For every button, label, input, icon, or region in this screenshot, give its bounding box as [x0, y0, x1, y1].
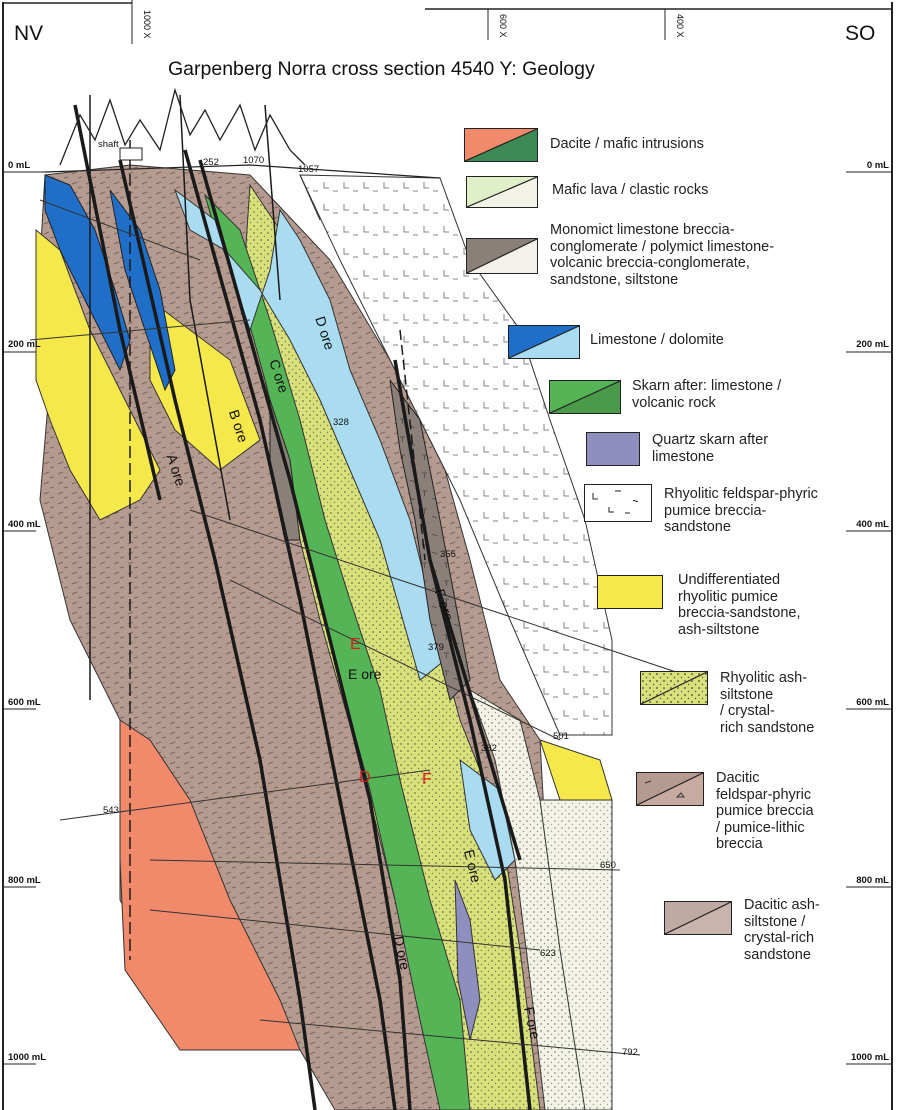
drillhole-label: 650 [600, 860, 616, 871]
legend-label-limestone-breccia: Monomict limestone breccia- conglomerate… [550, 222, 775, 288]
legend-swatch-dacite-mafic-intrusions [464, 128, 538, 162]
grid-x-label-1000: 1000 X [142, 10, 152, 39]
figure-title: Garpenberg Norra cross section 4540 Y: G… [168, 58, 595, 80]
drillhole-label: 543 [103, 805, 119, 816]
drillhole-label: 379 [428, 642, 444, 653]
corner-label-nv: NV [14, 22, 44, 45]
grid-x-label-400: 400 X [675, 14, 685, 38]
shaft-label: shaft [98, 139, 119, 150]
legend-swatch-dacitic-ash [664, 901, 732, 935]
depth-label-right-800: 800 mL [856, 875, 889, 886]
depth-label-right-1000: 1000 mL [850, 1052, 889, 1063]
legend-label-rhyolitic-ash: Rhyolitic ash- siltstone / crystal- rich… [720, 670, 815, 736]
legend-label-quartz-skarn: Quartz skarn after limestone [652, 432, 769, 465]
legend-label-rhyolitic-feldspar: Rhyolitic feldspar-phyric pumice breccia… [664, 486, 818, 535]
legend-swatch-skarn [549, 380, 621, 414]
legend-label-dacite-mafic-intrusions: Dacite / mafic intrusions [550, 136, 704, 152]
red-label-d: D [359, 769, 371, 786]
drillhole-label: 1070 [243, 155, 265, 166]
drillhole-label: 501 [553, 731, 569, 742]
ore-label-e-upper: E ore [348, 666, 382, 682]
depth-label-left-0: 0 mL [8, 160, 31, 171]
depth-label-left-800: 800 mL [8, 875, 41, 886]
grid-x-label-600: 600 X [498, 14, 508, 38]
red-label-f: F [422, 771, 432, 788]
depth-label-left-400: 400 mL [8, 519, 41, 530]
drillhole-label: 1057 [298, 164, 320, 175]
drillhole-label: 382 [481, 743, 497, 754]
drillhole-label: 792 [622, 1047, 638, 1058]
legend-label-mafic-lava-clastic: Mafic lava / clastic rocks [552, 182, 709, 198]
legend-label-skarn: Skarn after: limestone / volcanic rock [632, 378, 782, 411]
drillhole-label: 252 [203, 157, 219, 168]
legend-swatch-dacitic-breccia [636, 772, 704, 806]
drillhole-label: 328 [333, 417, 349, 428]
drillhole-label: 355 [440, 549, 456, 560]
depth-label-left-1000: 1000 mL [8, 1052, 47, 1063]
legend-label-undiff-rhyolitic: Undifferentiated rhyolitic pumice brecci… [678, 572, 801, 638]
drillhole-label: 623 [540, 948, 556, 959]
legend-swatch-rhyolitic-feldspar [584, 484, 652, 522]
corner-label-so: SO [845, 22, 876, 45]
depth-label-left-600: 600 mL [8, 697, 41, 708]
legend-label-dacitic-breccia: Dacitic feldspar-phyric pumice breccia /… [716, 770, 814, 852]
legend-swatch-mafic-lava-clastic [466, 176, 538, 208]
depth-label-right-400: 400 mL [856, 519, 889, 530]
legend-swatch-rhyolitic-ash [640, 671, 708, 705]
legend-label-dacitic-ash: Dacitic ash- siltstone / crystal-rich sa… [744, 897, 820, 963]
depth-label-right-0: 0 mL [866, 160, 889, 171]
depth-label-right-600: 600 mL [856, 697, 889, 708]
legend-label-limestone-dolomite: Limestone / dolomite [590, 332, 724, 348]
depth-label-right-200: 200 mL [856, 339, 889, 350]
red-label-e: E [350, 636, 361, 653]
legend-swatch-limestone-dolomite [508, 325, 580, 359]
depth-label-left-200: 200 mL [8, 339, 41, 350]
legend-swatch-quartz-skarn [586, 432, 640, 466]
legend-swatch-undiff-rhyolitic [597, 575, 663, 609]
legend-swatch-limestone-breccia [466, 238, 538, 274]
